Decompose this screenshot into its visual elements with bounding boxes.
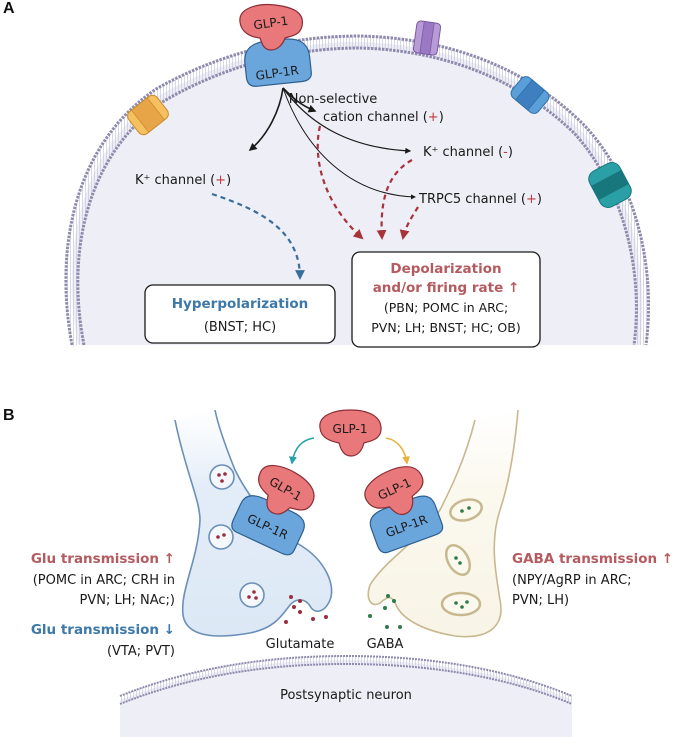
postsynaptic-neuron: Postsynaptic neuron bbox=[118, 654, 574, 737]
trpc5-channel-label: TRPC5 channel (+) bbox=[418, 192, 542, 207]
glu-up-line1: (POMC in ARC; CRH in bbox=[33, 573, 175, 588]
hyperpolarization-title: Hyperpolarization bbox=[172, 296, 308, 312]
arrow-to-glu-receptor bbox=[289, 437, 315, 465]
gaba-vesicle bbox=[444, 544, 472, 576]
gaba-vesicle bbox=[440, 591, 482, 617]
ligand-free-label: GLP-1 bbox=[333, 422, 368, 436]
gaba-up-title: GABA transmission ↑ bbox=[512, 551, 673, 567]
depolarization-title-line1: Depolarization bbox=[390, 261, 501, 277]
depolarization-regions-line2: PVN; LH; BNST; HC; OB) bbox=[371, 320, 520, 335]
released-gaba bbox=[368, 594, 402, 629]
glp1-receptor-b-right: GLP-1R bbox=[369, 495, 444, 554]
glp1-receptor-a: GLP-1R bbox=[244, 38, 312, 87]
cell-a-membrane-inner bbox=[76, 46, 638, 346]
glutamate-vesicle bbox=[209, 464, 235, 490]
k-channel-right-label: K⁺ channel (-) bbox=[423, 145, 513, 160]
nonselective-label-line1: Non-selective bbox=[289, 92, 378, 107]
panel-b-label: B bbox=[3, 407, 15, 424]
nonselective-label-line2: cation channel (+) bbox=[323, 110, 444, 125]
glu-up-title: Glu transmission ↑ bbox=[31, 551, 175, 567]
arrow-to-gaba-receptor bbox=[385, 437, 410, 465]
glp1-ligand-a: GLP-1 bbox=[239, 3, 303, 51]
arrow-to-trpc5 bbox=[282, 87, 416, 200]
hyperpolarization-regions: (BNST; HC) bbox=[204, 320, 276, 335]
gaba-up-line1: (NPY/AgRP in ARC; bbox=[512, 573, 632, 588]
panel-a-label: A bbox=[3, 0, 15, 17]
glp1-ligand-b-right: GLP-1 bbox=[364, 466, 424, 516]
hyperpolarization-box: Hyperpolarization (BNST; HC) bbox=[144, 284, 336, 344]
gaba-vesicle bbox=[449, 498, 483, 522]
glutamate-vesicle bbox=[239, 582, 265, 608]
depolarization-box: Depolarization and/or firing rate ↑ (PBN… bbox=[351, 251, 541, 348]
glutamate-label: Glutamate bbox=[266, 637, 335, 652]
glu-down-line1: (VTA; PVT) bbox=[107, 644, 175, 659]
cell-a-membrane-outer bbox=[64, 34, 651, 346]
glu-down-title: Glu transmission ↓ bbox=[31, 622, 175, 638]
postsynaptic-label: Postsynaptic neuron bbox=[280, 688, 412, 703]
arrow-to-k-left bbox=[248, 87, 284, 152]
depolarization-title-line2: and/or firing rate ↑ bbox=[373, 280, 520, 296]
purple-channel-icon bbox=[412, 20, 442, 56]
ligand-a-label: GLP-1 bbox=[253, 14, 290, 33]
gaba-label: GABA bbox=[367, 637, 404, 652]
released-glutamate bbox=[284, 595, 328, 624]
excitatory-dashed-arrows bbox=[316, 125, 419, 240]
glutamate-vesicle bbox=[208, 524, 234, 550]
arrow-to-k-right bbox=[282, 87, 412, 154]
teal-channel-icon bbox=[588, 162, 632, 208]
glu-up-line2: PVN; LH; NAc;) bbox=[80, 593, 176, 608]
signaling-arrows bbox=[248, 87, 416, 200]
receptor-a-label: GLP-1R bbox=[255, 63, 300, 83]
orange-channel-icon bbox=[127, 94, 169, 136]
glp1-ligand-free: GLP-1 bbox=[319, 409, 382, 457]
blue-channel-icon bbox=[510, 76, 550, 114]
glp1-ligand-b-left: GLP-1 bbox=[257, 464, 315, 515]
depolarization-regions-line1: (PBN; POMC in ARC; bbox=[384, 300, 508, 315]
gabaergic-terminal bbox=[367, 409, 519, 638]
k-channel-left-label: K⁺ channel (+) bbox=[135, 173, 231, 188]
gaba-up-line2: PVN; LH) bbox=[512, 593, 569, 608]
